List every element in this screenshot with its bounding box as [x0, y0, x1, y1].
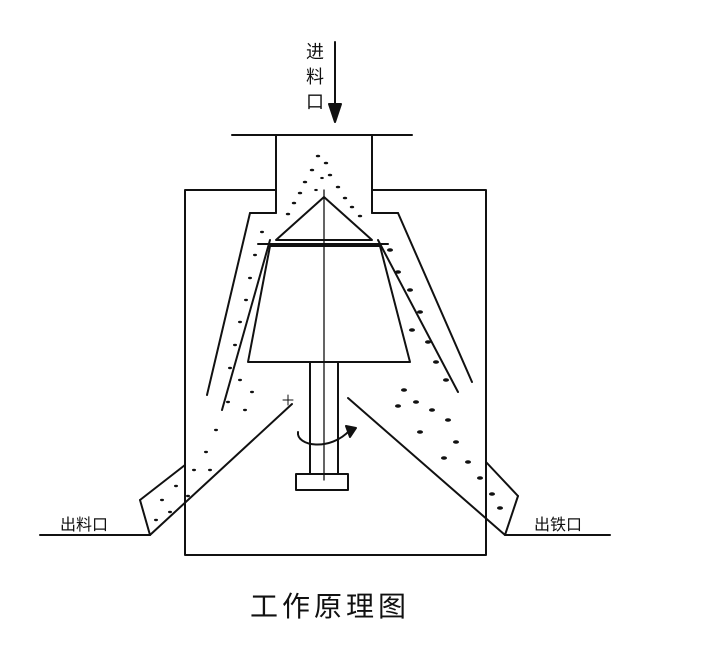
right-chute-wall-2 [504, 495, 519, 536]
discharge-outlet-label: 出料口 [60, 515, 109, 534]
inner-right-outer-wall [397, 212, 473, 383]
right-chute-wall [485, 461, 519, 497]
inner-left-outer-wall [206, 212, 251, 396]
inner-left-inner-wall [221, 239, 271, 411]
left-chute-wall-2 [139, 499, 151, 536]
rotation-arrow-head [345, 425, 357, 438]
housing-left [184, 189, 487, 556]
rotor-drum [247, 245, 411, 363]
left-chute-wall [139, 464, 186, 501]
feed-inlet-char-2: 料 [306, 67, 324, 88]
feed-inlet-char-3: 口 [306, 92, 324, 113]
feed-inlet-char-1: 进 [306, 42, 324, 63]
inner-right-inner-wall [377, 239, 459, 393]
feed-inlet-label: 进 料 口 [304, 40, 326, 115]
feed-arrow-head [328, 103, 342, 123]
material-particles [154, 154, 503, 522]
left-chute-top [149, 403, 293, 536]
rotation-arrow [297, 429, 351, 446]
right-chute-top [347, 397, 506, 536]
shaft-base [295, 473, 349, 491]
diagram-caption: 工作原理图 [249, 590, 410, 623]
iron-outlet-label: 出铁口 [534, 515, 583, 534]
